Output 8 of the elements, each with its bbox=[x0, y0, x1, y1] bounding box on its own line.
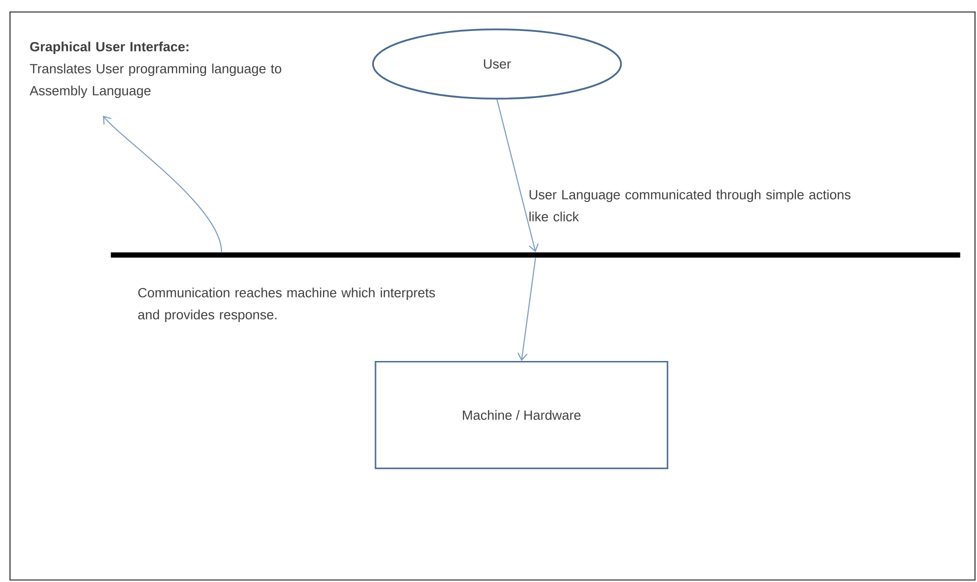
arrow bbox=[496, 99, 539, 252]
machine-box: Machine / Hardware bbox=[374, 360, 668, 470]
annotation-text: Graphical User Interface: Translates User programming language to Assembly Language bbox=[30, 42, 282, 98]
arrow bbox=[102, 116, 222, 252]
note-text: Communication reaches machine which interprets and provides response. bbox=[138, 288, 435, 322]
note-text: User Language communicated through simple actions like click bbox=[530, 190, 850, 222]
horizontal-bar bbox=[110, 252, 960, 258]
arrow bbox=[517, 258, 536, 361]
